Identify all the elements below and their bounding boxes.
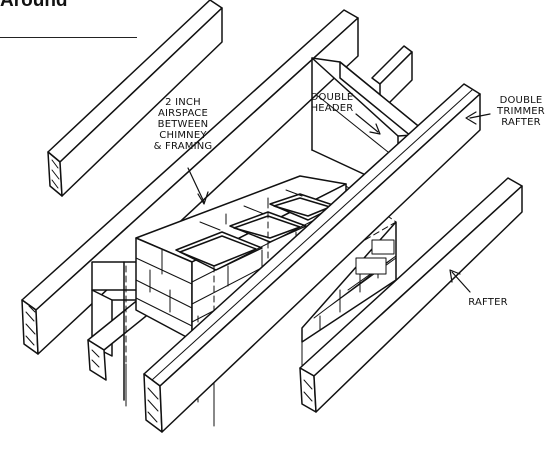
rafter-right bbox=[300, 178, 522, 412]
double-header-label: DOUBLE HEADER bbox=[310, 92, 354, 114]
airspace-label: 2 INCH AIRSPACE BETWEEN CHIMNEY & FRAMIN… bbox=[153, 97, 213, 152]
callout-arrows bbox=[188, 112, 490, 292]
rafter-label: RAFTER bbox=[468, 297, 508, 308]
rafter-far-left bbox=[48, 0, 222, 196]
double-trimmer-rafter-label: DOUBLE TRIMMER RAFTER bbox=[497, 95, 545, 128]
brick-wall bbox=[302, 222, 396, 342]
page-title: Around bbox=[0, 0, 68, 11]
rafter-back-short bbox=[372, 46, 412, 112]
double-trimmer-rafter bbox=[144, 84, 480, 432]
title-underline bbox=[0, 37, 137, 38]
